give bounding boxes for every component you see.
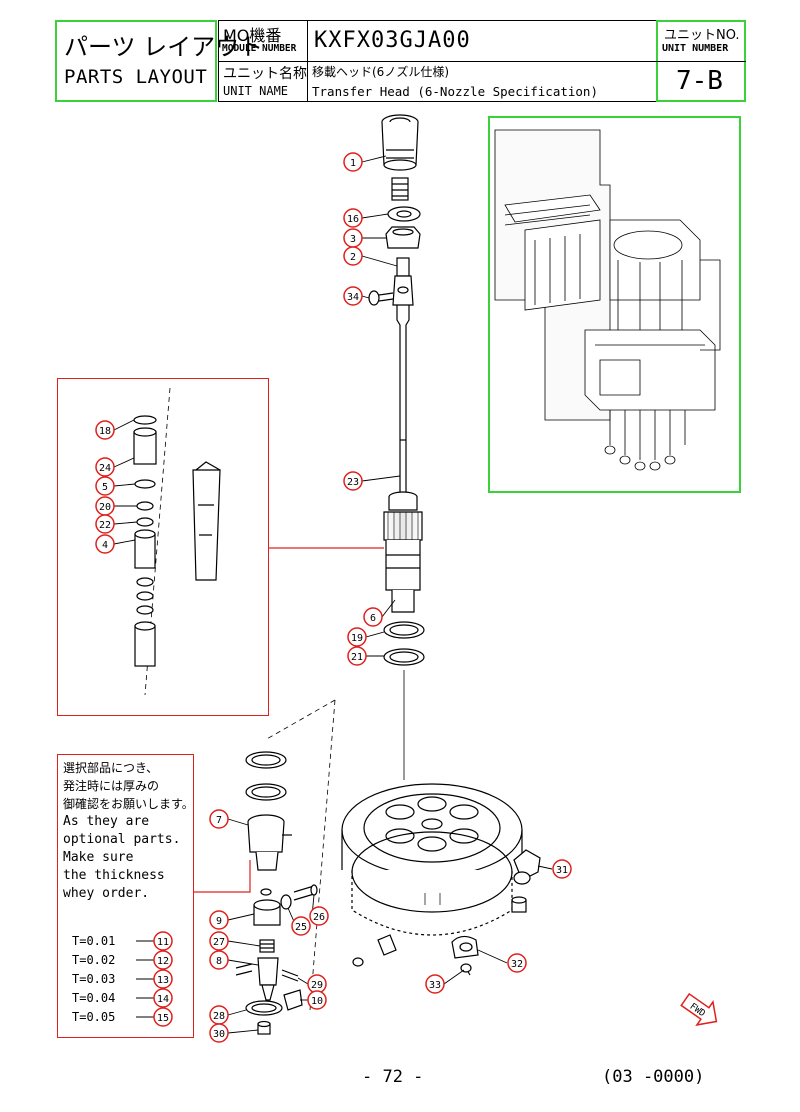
- callout-28: 28: [213, 1011, 225, 1022]
- callout-4: 4: [102, 540, 108, 551]
- screw-33-part: [460, 963, 472, 976]
- assembly-photo: [494, 129, 721, 471]
- note-leader-line: [194, 860, 251, 893]
- callout-7: 7: [216, 815, 222, 826]
- module-label-jp: MO機番: [223, 26, 282, 45]
- tip-8-part: [235, 957, 279, 1001]
- ring-21-part: [383, 648, 425, 666]
- thickness-label-4: T=0.04: [72, 991, 116, 1005]
- screw-34-part: [368, 290, 394, 306]
- small-nut-part: [391, 177, 409, 201]
- shaft-23-part: [396, 305, 410, 495]
- title-box: [55, 20, 217, 102]
- collar-2-part: [392, 257, 414, 306]
- callout-1: 1: [350, 158, 356, 169]
- callout-14: 14: [157, 994, 169, 1005]
- callout-21: 21: [351, 652, 363, 663]
- module-label-en: MODULE NUMBER: [222, 43, 297, 54]
- ring-28-part: [245, 1000, 283, 1016]
- callout-5: 5: [102, 482, 108, 493]
- clip-10-part: [283, 989, 303, 1011]
- unit-no-label-jp: ユニットNO.: [664, 28, 740, 43]
- module-number: KXFX03GJA00: [314, 28, 471, 53]
- callout-3: 3: [350, 234, 356, 245]
- leader-lines: [113, 155, 553, 1034]
- note-line-2: 発注時には厚みの: [63, 779, 160, 793]
- title-en: PARTS LAYOUT: [64, 66, 208, 88]
- nozzle-detail-frame: [57, 378, 269, 716]
- nozzle-detail-parts: [133, 387, 221, 696]
- unit-label-en: UNIT NAME: [223, 84, 289, 98]
- note-line-5: optional parts.: [63, 832, 181, 847]
- note-line-7: the thickness: [63, 868, 165, 883]
- clamp-32-part: [451, 896, 527, 959]
- callout-11: 11: [157, 937, 169, 948]
- callout-25: 25: [295, 922, 307, 933]
- callout-24: 24: [99, 463, 111, 474]
- callout-29: 29: [311, 980, 323, 991]
- callout-15: 15: [157, 1013, 169, 1024]
- unit-no-label-en: UNIT NUMBER: [662, 43, 729, 54]
- optional-parts-note: 選択部品につき、 発注時には厚みの 御確認をお願いします。 As they ar…: [63, 759, 194, 903]
- callout-27: 27: [213, 937, 225, 948]
- callout-12: 12: [157, 956, 169, 967]
- callout-32: 32: [511, 959, 523, 970]
- callout-8: 8: [216, 956, 222, 967]
- thickness-label-3: T=0.03: [72, 972, 116, 986]
- callout-16: 16: [347, 214, 359, 225]
- bracket-lower-part: [352, 934, 397, 967]
- note-line-6: Make sure: [63, 850, 134, 865]
- callout-9: 9: [216, 916, 222, 927]
- note-line-8: whey order.: [63, 886, 150, 901]
- note-line-3: 御確認をお願いします。: [63, 797, 194, 811]
- callout-13: 13: [157, 975, 169, 986]
- unit-number: 7-B: [676, 66, 723, 96]
- callout-18: 18: [99, 426, 111, 437]
- callout-10: 10: [311, 996, 323, 1007]
- callout-22: 22: [99, 520, 111, 531]
- unit-number-divider: [656, 61, 746, 62]
- callout-circles: [95, 152, 572, 1043]
- callout-26: 26: [313, 912, 325, 923]
- callout-33: 33: [429, 980, 441, 991]
- note-line-4: As they are: [63, 814, 150, 829]
- spring-27-part: [259, 939, 275, 953]
- thickness-label-5: T=0.05: [72, 1010, 116, 1024]
- page-number: - 72 -: [362, 1067, 424, 1087]
- note-line-1: 選択部品につき、: [63, 761, 159, 775]
- cap-30-part: [257, 1020, 271, 1035]
- nozzle-9-part: [253, 888, 281, 926]
- callout-23: 23: [347, 477, 359, 488]
- callout-numbers: 1 16 3 2 34 23 6 19 21 18 24 5 20 22 4 7…: [99, 158, 568, 1040]
- bracket-31-part: [513, 849, 541, 885]
- assembly-photo-frame: [488, 116, 741, 493]
- cap-nut-part: [381, 114, 419, 171]
- washer-25-part: [280, 894, 292, 910]
- callout-30: 30: [213, 1029, 225, 1040]
- unit-label-jp: ユニット名称: [223, 66, 307, 82]
- document-code: (03 -0000): [602, 1067, 705, 1087]
- unit-name-en: Transfer Head (6-Nozzle Specification): [312, 84, 598, 99]
- callout-6: 6: [370, 613, 376, 624]
- callout-34: 34: [347, 292, 359, 303]
- thickness-label-1: T=0.01: [72, 934, 116, 948]
- optional-parts-note-frame: [57, 754, 194, 1038]
- ring-19-part: [383, 621, 425, 639]
- forward-arrow-icon: FWD: [680, 992, 718, 1026]
- pin-29-part: [281, 969, 299, 982]
- unit-name-jp: 移載ヘッド(6ノズル仕様): [312, 65, 449, 79]
- pin-26-part: [293, 884, 318, 901]
- thickness-label-2: T=0.02: [72, 953, 116, 967]
- callout-19: 19: [351, 633, 363, 644]
- nozzle-holder-6-part: [383, 491, 423, 613]
- rotary-head-body: [341, 783, 523, 936]
- hex-nut-3-part: [385, 226, 421, 249]
- callout-31: 31: [556, 865, 568, 876]
- title-jp: パーツ レイアウト: [64, 33, 264, 61]
- callout-2: 2: [350, 252, 356, 263]
- bearing-16-part: [387, 206, 421, 222]
- callout-20: 20: [99, 502, 111, 513]
- collar-7-part: [245, 751, 292, 871]
